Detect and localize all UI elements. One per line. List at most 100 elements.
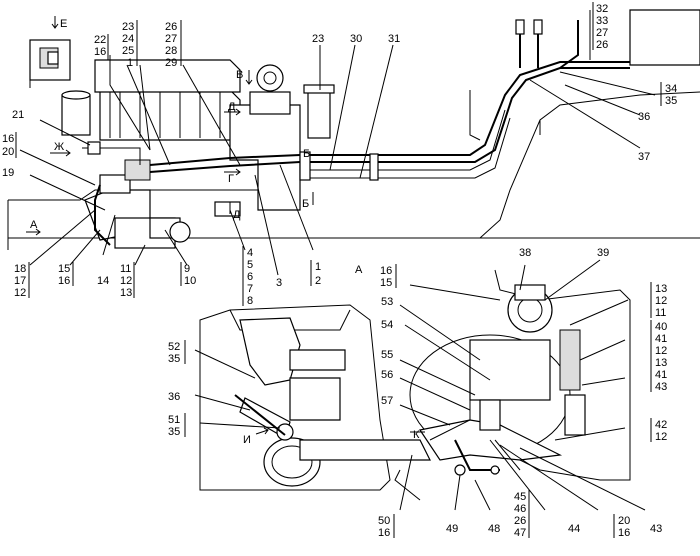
callout-1: 1 xyxy=(315,261,321,273)
callout-48: 48 xyxy=(488,523,500,535)
callout-15: 15 xyxy=(58,263,70,275)
view-label-d-top: Д xyxy=(228,101,236,113)
callout-43: 43 xyxy=(650,523,662,535)
callout-7: 7 xyxy=(247,283,253,295)
view-title-a: А xyxy=(355,264,363,276)
engine-block xyxy=(61,59,301,211)
callout-22: 22 xyxy=(94,34,106,46)
callout-16: 16 xyxy=(58,275,70,287)
view-label-i: И xyxy=(243,434,251,446)
callout-13: 13 xyxy=(655,283,667,295)
callout-52: 52 xyxy=(168,341,180,353)
callout-16: 16 xyxy=(378,527,390,539)
view-label-e: Е xyxy=(60,18,67,30)
callout-28: 28 xyxy=(165,45,177,57)
callout-45: 45 xyxy=(514,491,526,503)
callout-24: 24 xyxy=(122,33,134,45)
callout-21: 21 xyxy=(12,109,24,121)
view-label-d-bottom: Д xyxy=(233,209,241,221)
fuel-tank xyxy=(629,9,700,66)
callout-12: 12 xyxy=(14,287,26,299)
callout-26: 26 xyxy=(165,21,177,33)
callout-36: 36 xyxy=(168,391,180,403)
callout-47: 47 xyxy=(514,527,526,539)
callout-27: 27 xyxy=(596,27,608,39)
callout-12: 12 xyxy=(655,345,667,357)
callout-16: 16 xyxy=(618,527,630,539)
callout-33: 33 xyxy=(596,15,608,27)
pipe-lines xyxy=(149,19,630,181)
callout-57: 57 xyxy=(381,395,393,407)
callout-12: 12 xyxy=(655,431,667,443)
callout-20: 20 xyxy=(618,515,630,527)
callout-40: 40 xyxy=(655,321,667,333)
callout-27: 27 xyxy=(165,33,177,45)
callout-23-filter: 23 xyxy=(312,33,324,45)
callout-16: 16 xyxy=(2,133,14,145)
callout-35: 35 xyxy=(168,426,180,438)
callout-41: 41 xyxy=(655,333,667,345)
callout-23: 23 xyxy=(122,21,134,33)
callout-4: 4 xyxy=(247,247,253,259)
callout-17: 17 xyxy=(14,275,26,287)
view-label-b-top: Б xyxy=(303,148,310,160)
view-markers: Е В Д Ж Б Г Б А Д А К И xyxy=(26,16,425,446)
callout-50: 50 xyxy=(378,515,390,527)
frame-outline xyxy=(7,90,700,250)
callout-11: 11 xyxy=(120,263,131,275)
callout-49: 49 xyxy=(446,523,458,535)
callout-3: 3 xyxy=(276,277,282,289)
callout-53: 53 xyxy=(381,296,393,308)
callout-15: 15 xyxy=(380,277,392,289)
callout-1: 1 xyxy=(127,57,133,69)
callout-30: 30 xyxy=(350,33,362,45)
callout-14: 14 xyxy=(97,275,109,287)
callout-8: 8 xyxy=(247,295,253,307)
callout-18: 18 xyxy=(14,263,26,275)
view-label-b-bottom: Б xyxy=(302,198,309,210)
callout-56: 56 xyxy=(381,369,393,381)
callout-labels: 21 22 16 23 24 25 1 26 27 28 29 23 30 31… xyxy=(2,2,677,539)
callout-46: 46 xyxy=(514,503,526,515)
callout-41: 41 xyxy=(655,369,667,381)
callout-42: 42 xyxy=(655,419,667,431)
callout-51: 51 xyxy=(168,414,180,426)
callout-9: 9 xyxy=(184,263,190,275)
view-e-inset xyxy=(29,39,71,88)
callout-6: 6 xyxy=(247,271,253,283)
callout-26: 26 xyxy=(514,515,526,527)
callout-37: 37 xyxy=(638,151,650,163)
callout-44: 44 xyxy=(568,523,580,535)
callout-2: 2 xyxy=(315,275,321,287)
callout-54: 54 xyxy=(381,319,393,331)
leader-lines xyxy=(19,10,656,511)
callout-12: 12 xyxy=(120,275,132,287)
callout-39: 39 xyxy=(597,247,609,259)
callout-16: 16 xyxy=(380,265,392,277)
callout-10: 10 xyxy=(184,275,196,287)
callout-19: 19 xyxy=(2,167,14,179)
callout-11: 11 xyxy=(655,307,666,319)
callout-13: 13 xyxy=(655,357,667,369)
callout-12: 12 xyxy=(655,295,667,307)
callout-35: 35 xyxy=(665,95,677,107)
callout-25: 25 xyxy=(122,45,134,57)
callout-5: 5 xyxy=(247,259,253,271)
callout-13: 13 xyxy=(120,287,132,299)
callout-38: 38 xyxy=(519,247,531,259)
callout-35: 35 xyxy=(168,353,180,365)
callout-32: 32 xyxy=(596,3,608,15)
view-i-detail xyxy=(199,304,391,491)
view-a-detail xyxy=(299,269,631,501)
callout-55: 55 xyxy=(381,349,393,361)
callout-29: 29 xyxy=(165,57,177,69)
callout-36: 36 xyxy=(638,111,650,123)
callout-20: 20 xyxy=(2,146,14,158)
view-label-k: К xyxy=(413,429,420,441)
pump-group xyxy=(82,141,241,249)
callout-34: 34 xyxy=(665,83,677,95)
callout-43: 43 xyxy=(655,381,667,393)
view-label-g: Г xyxy=(228,173,234,185)
fuel-filter xyxy=(303,84,335,139)
